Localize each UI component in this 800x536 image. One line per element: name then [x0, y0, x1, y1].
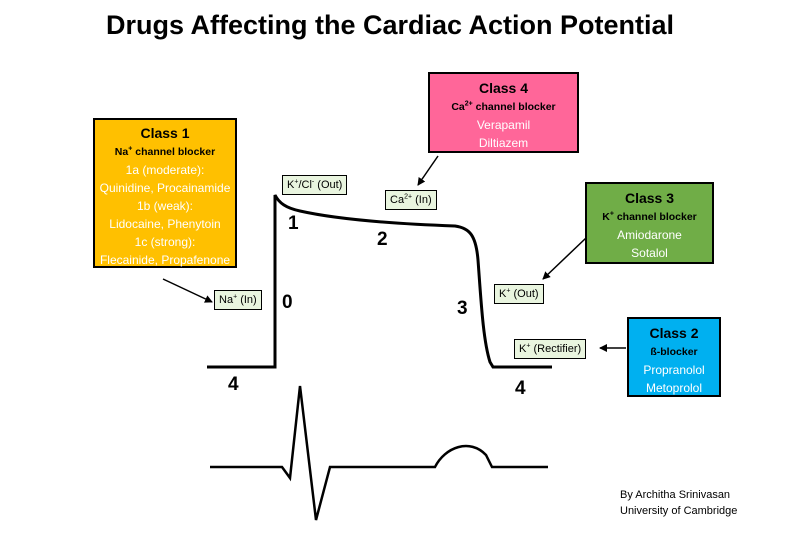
phase-1-label: 1 [288, 213, 299, 234]
class2-line: Propranolol [643, 363, 705, 377]
class4-box: Class 4 Ca2+ channel blocker Verapamil D… [428, 72, 579, 153]
phase-4-right-label: 4 [515, 378, 526, 399]
diagram-title: Drugs Affecting the Cardiac Action Poten… [105, 10, 675, 40]
class3-box: Class 3 K+ channel blocker Amiodarone So… [585, 182, 714, 264]
phase-4-left-label: 4 [228, 374, 239, 395]
phase-2-label: 2 [377, 229, 388, 250]
arrow-class3-to-k-out [542, 237, 587, 280]
class1-subtitle: Na+ channel blocker [114, 145, 216, 159]
class1-line: Quinidine, Procainamide [99, 181, 231, 195]
author-credit: By Architha Srinivasan University of Cam… [620, 487, 737, 519]
k-cl-out-label: K+/Cl- (Out) [282, 175, 348, 195]
class3-subtitle: K+ channel blocker [602, 210, 697, 224]
author-name: By Architha Srinivasan [620, 489, 731, 501]
class2-title: Class 2 [649, 325, 699, 341]
class2-subtitle: ß-blocker [650, 346, 698, 358]
k-out-label: K+ (Out) [494, 284, 544, 304]
class2-box: Class 2 ß-blocker Propranolol Metoprolol [627, 317, 721, 397]
ca-in-label: Ca2+ (In) [385, 190, 437, 210]
k-rectifier-label: K+ (Rectifier) [514, 339, 587, 359]
na-in-label: Na+ (In) [214, 290, 262, 310]
phase-0-label: 0 [282, 292, 293, 313]
ecg-trace [210, 385, 548, 521]
class1-line: 1b (weak): [136, 199, 194, 213]
class1-line: 1c (strong): [134, 235, 196, 249]
arrow-class1-to-na [162, 278, 213, 303]
phase-3-label: 3 [457, 298, 468, 319]
class1-line: Flecainide, Propafenone [99, 253, 231, 267]
class3-line: Sotalol [631, 246, 668, 260]
class1-title: Class 1 [140, 125, 190, 141]
class3-title: Class 3 [624, 190, 675, 206]
class1-line: 1a (moderate): [125, 163, 205, 177]
class4-line: Verapamil [476, 118, 531, 132]
author-affiliation: University of Cambridge [620, 505, 738, 517]
class1-line: Lidocaine, Phenytoin [109, 217, 221, 231]
arrow-class4-to-ca [417, 155, 439, 186]
class4-line: Diltiazem [478, 136, 529, 150]
action-potential-curve [207, 194, 552, 369]
class1-box: Class 1 Na+ channel blocker 1a (moderate… [93, 118, 237, 268]
class4-subtitle: Ca2+ channel blocker [451, 100, 556, 114]
class4-title: Class 4 [478, 80, 529, 96]
class3-line: Amiodarone [617, 228, 682, 242]
class2-line: Metoprolol [645, 381, 703, 395]
